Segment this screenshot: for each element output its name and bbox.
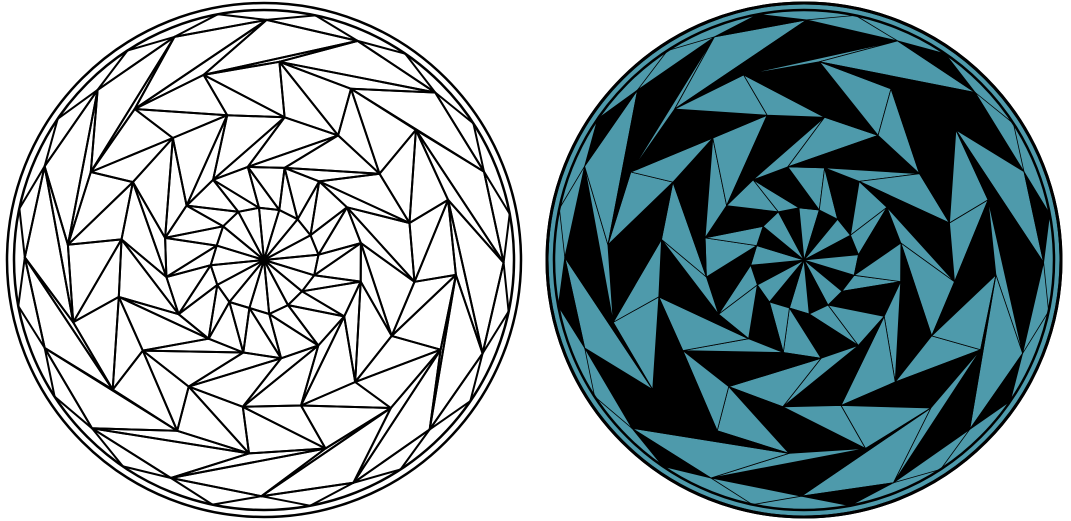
colored-mosaic (540, 0, 1071, 521)
colored-mosaic-panel (540, 0, 1071, 521)
outline-mosaic (0, 0, 536, 521)
outline-mosaic-panel (0, 0, 536, 521)
